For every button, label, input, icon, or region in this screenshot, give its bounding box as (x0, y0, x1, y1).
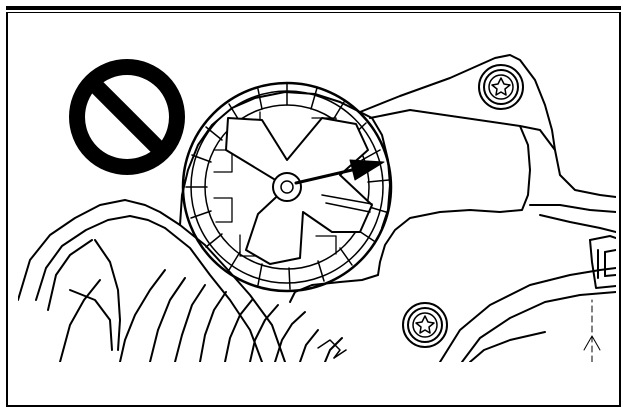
border-left (6, 12, 8, 407)
prohibition-sign-icon (69, 59, 185, 175)
rotary-knob (181, 81, 393, 293)
bracket-arm (179, 54, 616, 303)
technical-drawing (18, 40, 616, 362)
border-right (619, 12, 621, 407)
top-rule-thin (6, 12, 621, 13)
cam-slot (321, 194, 373, 213)
bottom-tabs (317, 339, 347, 359)
arrow-right-icon (294, 159, 385, 185)
drawing-svg (18, 54, 616, 362)
brand-logo-fragment-icon (589, 235, 616, 289)
border-bottom (6, 405, 621, 407)
torx-screw-icon (402, 302, 448, 348)
right-housing (439, 267, 616, 362)
lower-housing (18, 199, 343, 362)
torx-screw-icon (478, 64, 524, 110)
top-rule-thick (6, 6, 621, 10)
